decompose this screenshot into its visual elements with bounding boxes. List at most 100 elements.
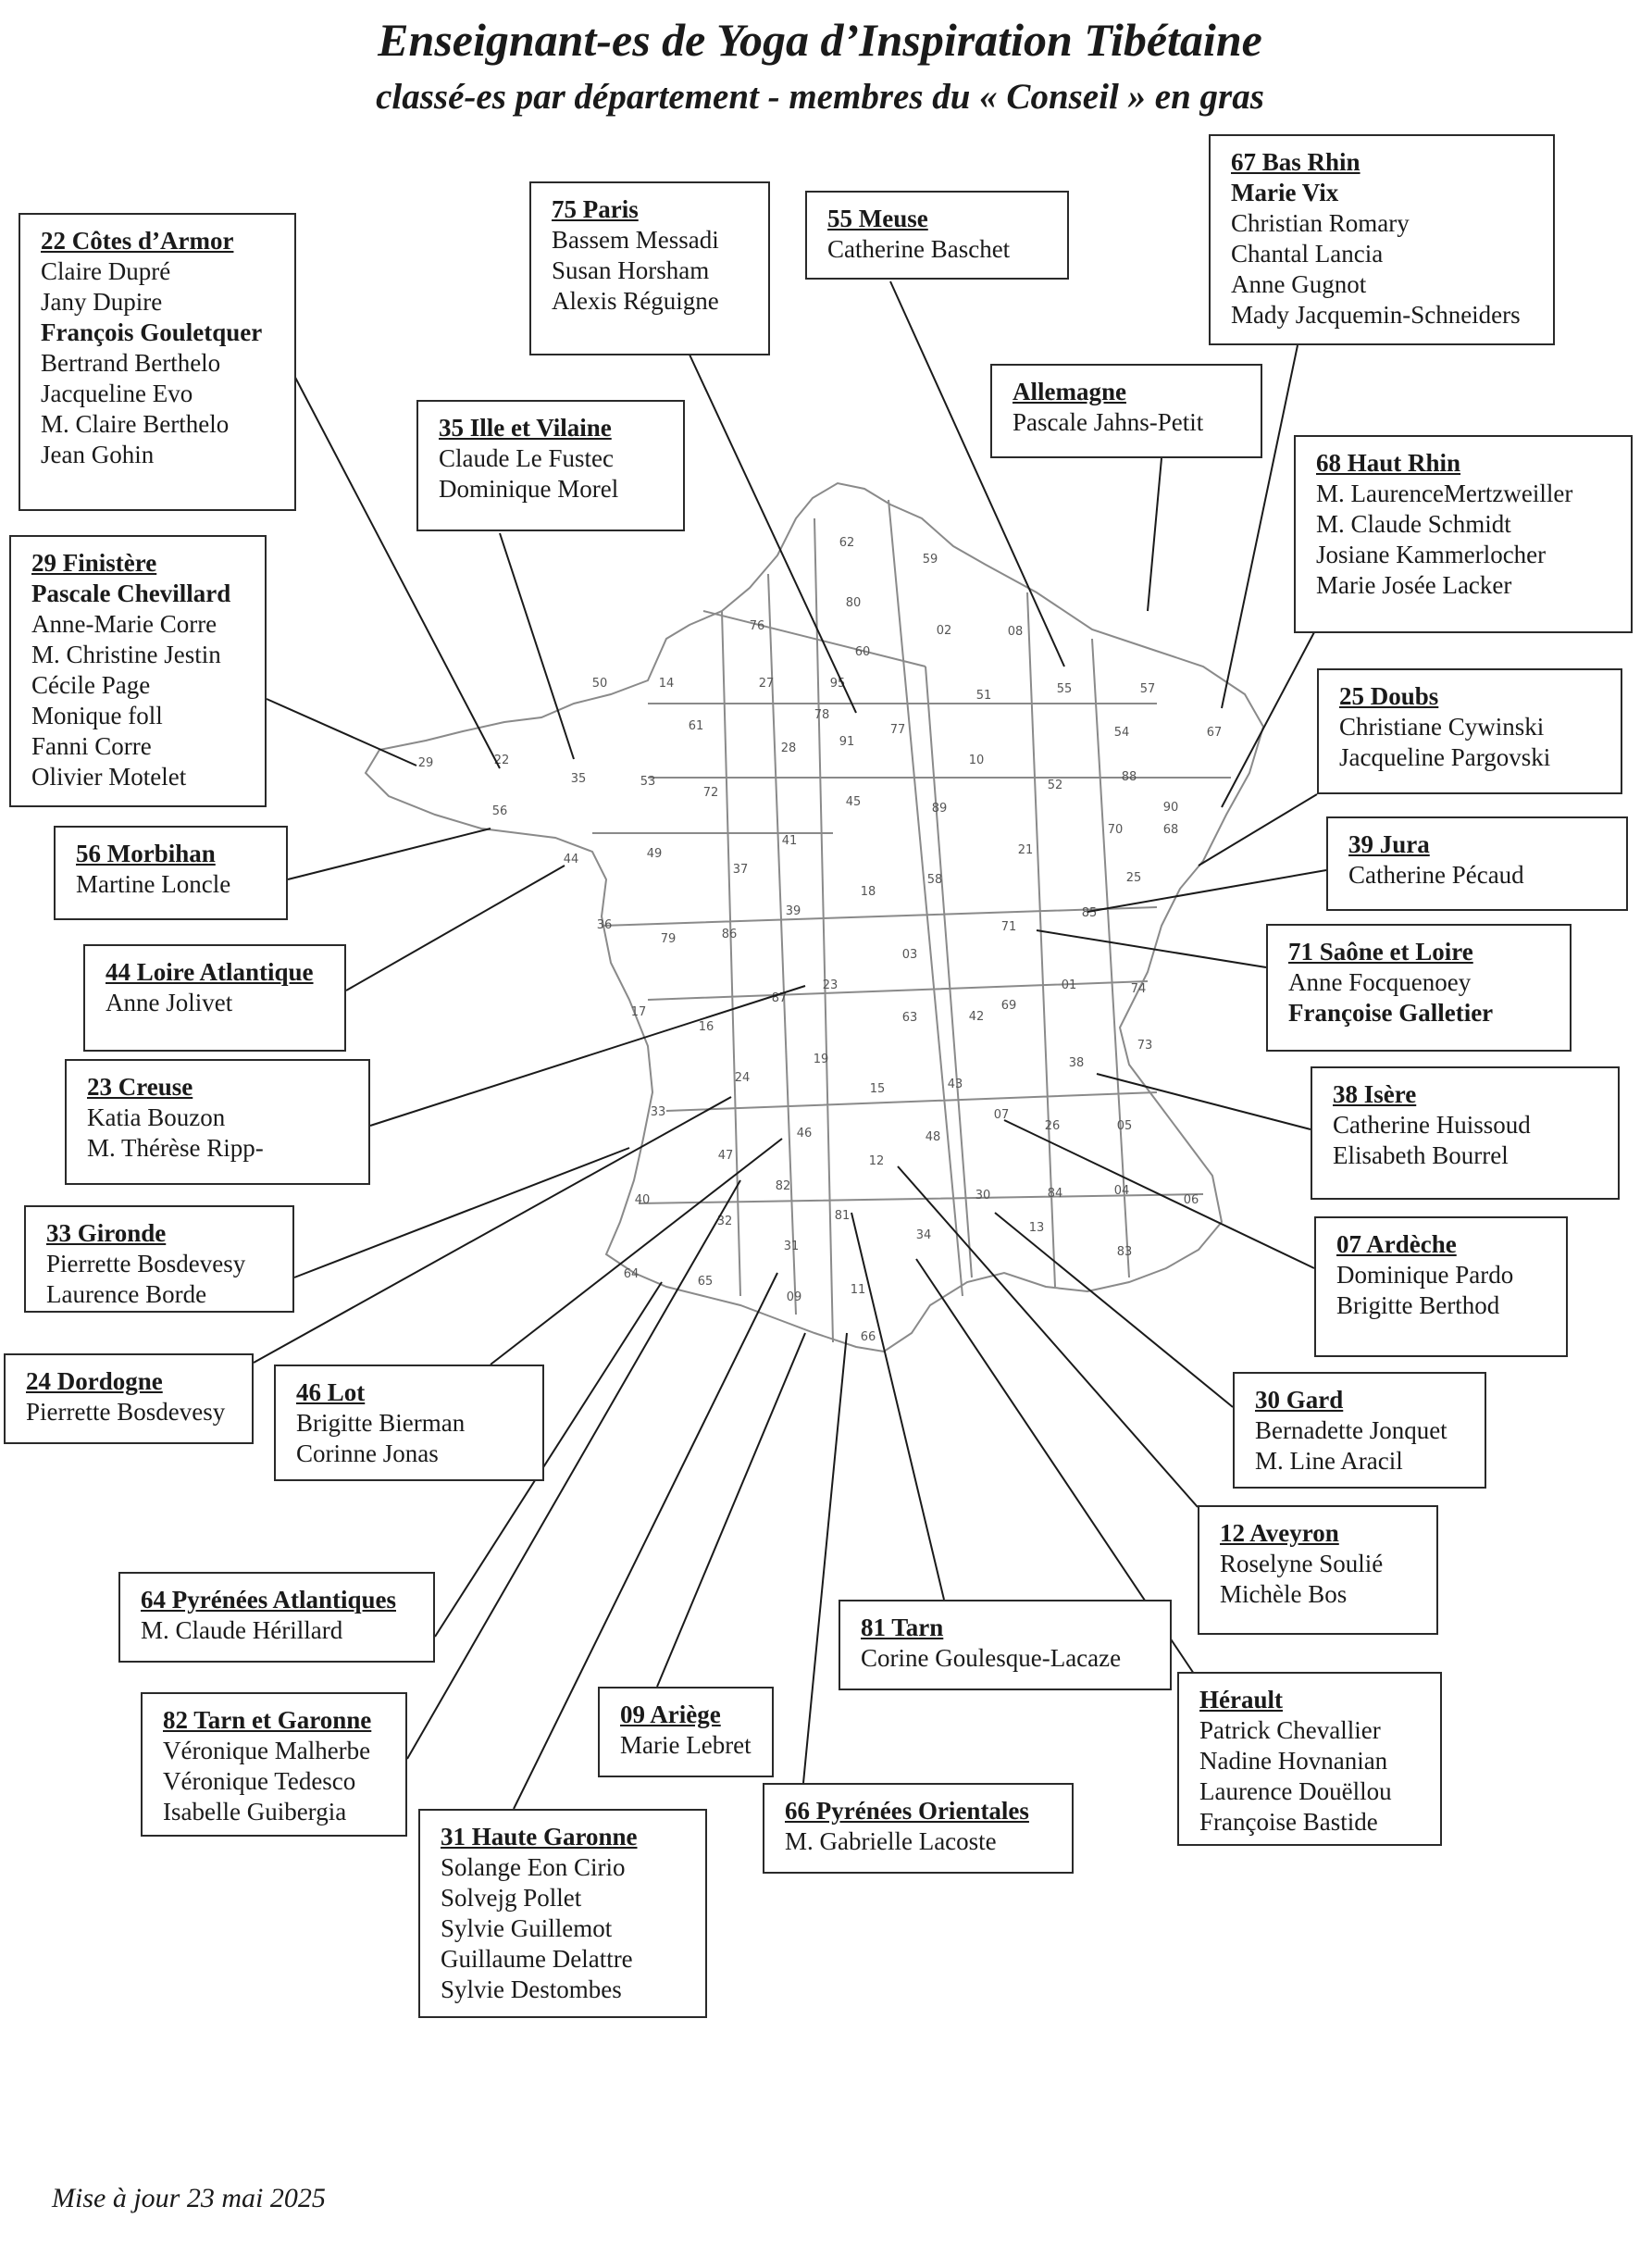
leader-line-31	[513, 1272, 778, 1810]
teacher-name: Nadine Hovnanian	[1199, 1746, 1388, 1775]
teacher-name: Anne Focquenoey	[1288, 967, 1472, 996]
map-dept-number: 91	[839, 735, 855, 749]
teacher-name: Brigitte Bierman	[296, 1408, 466, 1437]
leader-line-22	[291, 369, 501, 769]
map-dept-number: 60	[855, 645, 871, 659]
map-dept-number: 08	[1008, 625, 1024, 639]
council-member-name: François Gouletquer	[41, 318, 263, 346]
dept-heading: 56 Morbihan	[76, 840, 216, 867]
teacher-name: Roselyne Soulié	[1220, 1549, 1384, 1577]
map-dept-number: 12	[869, 1154, 885, 1168]
map-dept-number: 86	[722, 928, 738, 941]
teacher-name: Catherine Pécaud	[1348, 860, 1524, 889]
leader-line-46	[490, 1138, 783, 1365]
teacher-name: M. Gabrielle Lacoste	[785, 1826, 997, 1855]
page-subtitle: classé-es par département - membres du «…	[376, 77, 1264, 117]
dept-heading: 24 Dordogne	[26, 1367, 163, 1395]
map-dept-number: 43	[948, 1078, 963, 1091]
teacher-name: Brigitte Berthod	[1336, 1290, 1500, 1319]
dept-heading: 68 Haut Rhin	[1316, 449, 1461, 477]
teacher-name: Jany Dupire	[41, 287, 163, 316]
dept-heading: 23 Creuse	[87, 1073, 193, 1101]
map-dept-number: 07	[994, 1108, 1010, 1122]
map-dept-number: 01	[1062, 978, 1077, 992]
map-dept-number: 30	[975, 1189, 991, 1203]
map-dept-number: 47	[718, 1149, 734, 1163]
map-dept-number: 46	[797, 1127, 813, 1140]
teacher-name: Dominique Pardo	[1336, 1260, 1514, 1289]
council-member-name: Françoise Galletier	[1288, 998, 1494, 1027]
teacher-name: Véronique Tedesco	[163, 1766, 356, 1795]
teacher-name: Jacqueline Evo	[41, 379, 193, 407]
teacher-name: M. Claude Schmidt	[1316, 509, 1511, 538]
teacher-name: Susan Horsham	[552, 255, 710, 284]
teacher-name: Claire Dupré	[41, 256, 171, 285]
map-dept-number: 06	[1184, 1193, 1199, 1207]
dept-heading: 25 Doubs	[1339, 682, 1439, 710]
teacher-name: Solvejg Pollet	[441, 1883, 582, 1912]
teacher-name: Michèle Bos	[1220, 1579, 1348, 1608]
teacher-name: Olivier Motelet	[31, 762, 187, 791]
teacher-name: M. Claire Berthelo	[41, 409, 230, 438]
teacher-name: Anne Gugnot	[1231, 269, 1367, 298]
leader-line-25	[1198, 793, 1318, 866]
map-dept-number: 88	[1122, 770, 1137, 784]
map-dept-number: 90	[1163, 801, 1179, 815]
teacher-name: Isabelle Guibergia	[163, 1797, 347, 1826]
map-dept-number: 05	[1117, 1119, 1133, 1133]
dept-heading: 35 Ille et Vilaine	[439, 414, 612, 442]
dept-heading: 22 Côtes d’Armor	[41, 227, 234, 255]
teacher-name: Catherine Baschet	[827, 234, 1011, 263]
dept-heading: 81 Tarn	[861, 1614, 944, 1641]
map-dept-number: 27	[759, 677, 775, 691]
teacher-name: Marie Josée Lacker	[1316, 570, 1512, 599]
leader-line-68	[1221, 631, 1315, 808]
dept-heading: 44 Loire Atlantique	[106, 958, 314, 986]
dept-heading: Allemagne	[1013, 378, 1126, 405]
map-dept-number: 50	[592, 677, 608, 691]
teacher-name: Monique foll	[31, 701, 163, 729]
leader-line-55	[889, 280, 1065, 667]
dept-heading: 33 Gironde	[46, 1219, 167, 1247]
map-dept-number: 48	[926, 1130, 941, 1144]
map-dept-number: 79	[661, 932, 677, 946]
dept-heading: 82 Tarn et Garonne	[163, 1706, 372, 1734]
dept-heading: 38 Isère	[1333, 1080, 1417, 1108]
map-dept-number: 57	[1140, 682, 1156, 696]
map-dept-number: 85	[1082, 906, 1098, 920]
dept-heading: 09 Ariège	[620, 1701, 721, 1728]
map-dept-number: 45	[846, 795, 862, 809]
map-dept-number: 52	[1048, 779, 1063, 792]
leader-line-81	[851, 1212, 945, 1601]
map-dept-number: 77	[890, 723, 906, 737]
teacher-name: Cécile Page	[31, 670, 151, 699]
map-dept-number: 56	[492, 804, 508, 818]
map-dept-number: 63	[902, 1011, 918, 1025]
map-dept-number: 40	[635, 1193, 651, 1207]
map-dept-number: 39	[786, 904, 801, 918]
map-dept-number: 09	[787, 1290, 802, 1304]
map-dept-number: 61	[689, 719, 704, 733]
teacher-name: Mady Jacquemin-Schneiders	[1231, 300, 1521, 329]
leader-line-all	[1147, 457, 1162, 612]
map-dept-number: 24	[735, 1071, 751, 1085]
teacher-name: Katia Bouzon	[87, 1103, 226, 1131]
map-dept-number: 38	[1069, 1056, 1085, 1070]
teacher-name: Véronique Malherbe	[163, 1736, 371, 1764]
leader-line-38	[1096, 1073, 1311, 1130]
map-dept-number: 17	[631, 1005, 647, 1019]
leader-line-33	[293, 1147, 630, 1278]
leader-line-30	[994, 1212, 1234, 1408]
map-dept-number: 68	[1163, 823, 1179, 837]
